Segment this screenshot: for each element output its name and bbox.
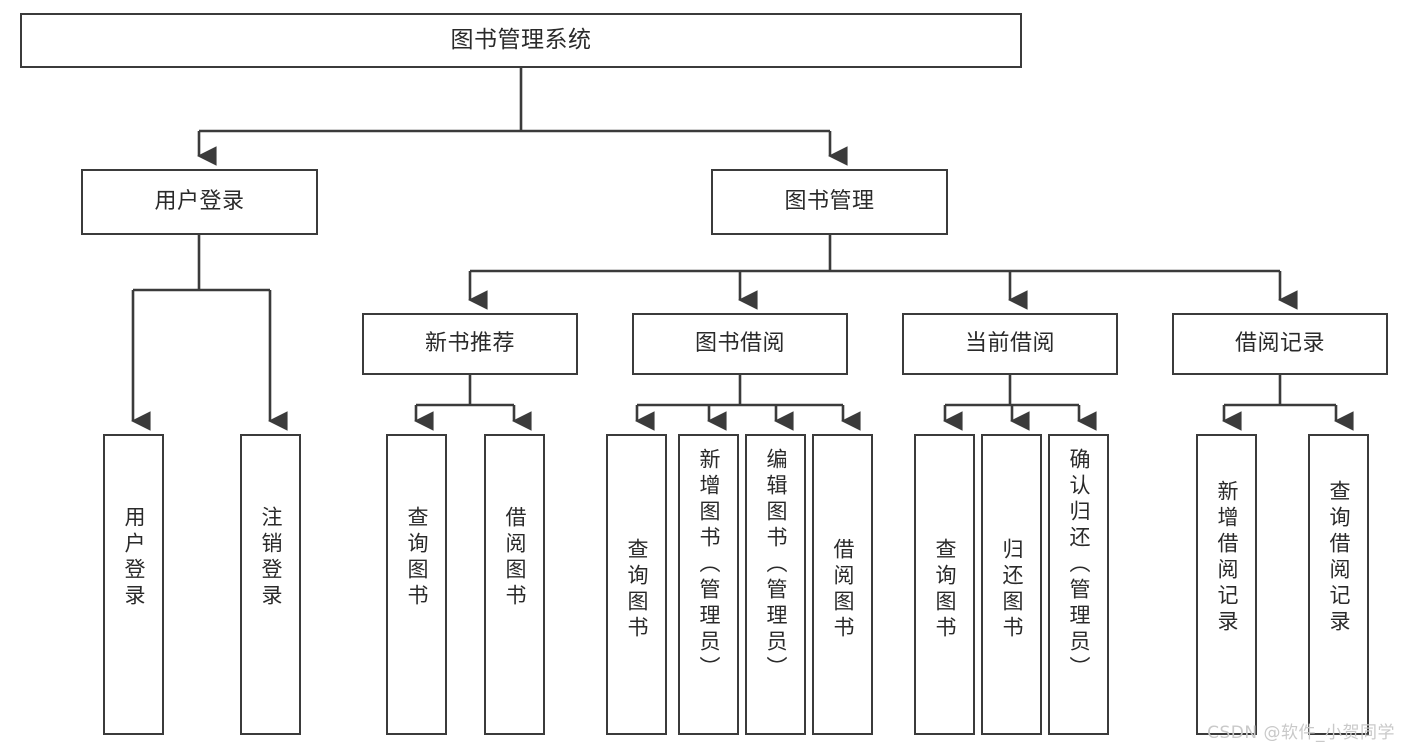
node-root-system[interactable]: 图书管理系统: [20, 13, 1022, 68]
node-user-login[interactable]: 用户登录: [81, 169, 318, 235]
leaf-recommend-query-book[interactable]: 查询图书: [386, 434, 447, 735]
node-label: 编辑图书（管理员）: [764, 448, 788, 682]
node-label: 借阅图书: [503, 506, 527, 610]
node-label: 归还图书: [1000, 538, 1024, 642]
node-label: 查询图书: [405, 506, 429, 610]
node-label: 确认归还（管理员）: [1067, 448, 1091, 682]
leaf-logout[interactable]: 注销登录: [240, 434, 301, 735]
node-label: 借阅记录: [1234, 331, 1325, 357]
node-label: 新增图书（管理员）: [697, 448, 721, 682]
node-new-book-recommend[interactable]: 新书推荐: [362, 313, 578, 375]
node-label: 用户登录: [154, 189, 245, 215]
node-label: 图书管理: [784, 189, 875, 215]
node-book-management[interactable]: 图书管理: [711, 169, 948, 235]
leaf-current-query-book[interactable]: 查询图书: [914, 434, 975, 735]
node-borrow-record[interactable]: 借阅记录: [1172, 313, 1388, 375]
node-label: 借阅图书: [831, 538, 855, 642]
csdn-watermark: CSDN @软件_小贺同学: [1207, 723, 1395, 743]
node-label: 新书推荐: [424, 331, 515, 357]
leaf-record-add[interactable]: 新增借阅记录: [1196, 434, 1257, 735]
node-label: 新增借阅记录: [1215, 480, 1239, 636]
leaf-borrow-add-book-admin[interactable]: 新增图书（管理员）: [678, 434, 739, 735]
node-book-borrow[interactable]: 图书借阅: [632, 313, 848, 375]
node-label: 图书借阅: [694, 331, 785, 357]
node-label: 用户登录: [122, 506, 146, 610]
node-current-borrow[interactable]: 当前借阅: [902, 313, 1118, 375]
node-label: 注销登录: [259, 506, 283, 610]
leaf-recommend-borrow-book[interactable]: 借阅图书: [484, 434, 545, 735]
node-label: 图书管理系统: [450, 26, 592, 53]
node-label: 当前借阅: [964, 331, 1055, 357]
leaf-record-query[interactable]: 查询借阅记录: [1308, 434, 1369, 735]
node-label: 查询图书: [625, 538, 649, 642]
node-label: 查询图书: [933, 538, 957, 642]
leaf-current-confirm-return-admin[interactable]: 确认归还（管理员）: [1048, 434, 1109, 735]
leaf-borrow-edit-book-admin[interactable]: 编辑图书（管理员）: [745, 434, 806, 735]
leaf-borrow-query-book[interactable]: 查询图书: [606, 434, 667, 735]
leaf-borrow-borrow-book[interactable]: 借阅图书: [812, 434, 873, 735]
leaf-user-login[interactable]: 用户登录: [103, 434, 164, 735]
node-label: 查询借阅记录: [1327, 480, 1351, 636]
leaf-current-return-book[interactable]: 归还图书: [981, 434, 1042, 735]
